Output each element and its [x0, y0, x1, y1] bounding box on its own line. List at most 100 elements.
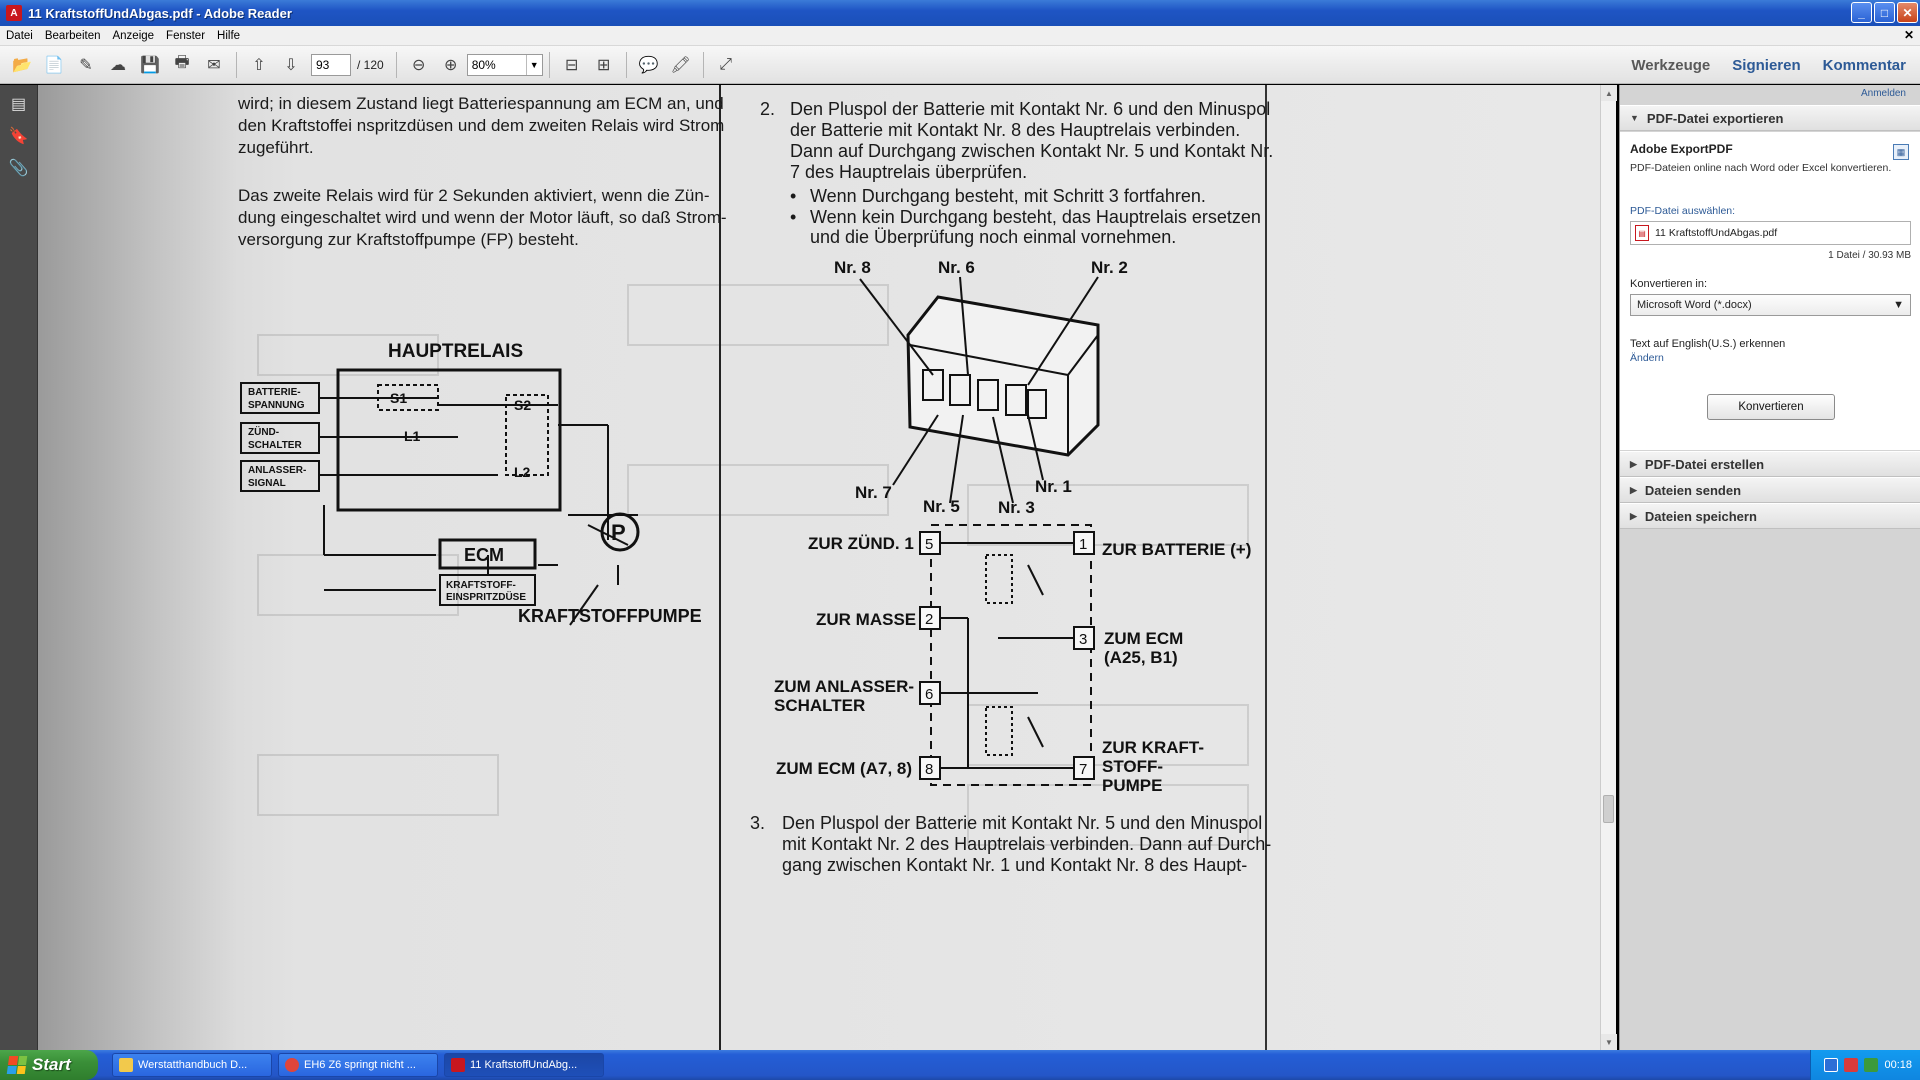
diagram-title: HAUPTRELAIS [388, 341, 523, 362]
highlight-icon[interactable]: 🖍 [670, 56, 691, 74]
minimize-button[interactable]: _ [1851, 2, 1872, 23]
scroll-down-icon[interactable]: ▼ [1601, 1034, 1617, 1050]
comment-link[interactable]: Kommentar [1822, 56, 1906, 74]
pdf-file-icon: ▤ [1635, 225, 1649, 241]
next-page-icon[interactable]: ⇩ [284, 56, 298, 74]
maximize-button[interactable]: □ [1874, 2, 1895, 23]
pump-label: KRAFTSTOFFPUMPE [518, 606, 702, 626]
selected-file[interactable]: ▤ 11 KraftstoffUndAbgas.pdf [1630, 221, 1911, 245]
menu-bearbeiten[interactable]: Bearbeiten [44, 29, 101, 42]
document-icon: ▦ [1893, 144, 1909, 160]
injector-line2: EINSPRITZDÜSE [446, 590, 526, 603]
bullet-2-line-1: Wenn kein Durchgang besteht, das Hauptre… [810, 207, 1261, 227]
network-icon[interactable] [1824, 1058, 1839, 1072]
label-nr7: Nr. 7 [855, 483, 892, 502]
prev-page-icon[interactable]: ⇧ [252, 56, 266, 74]
fit-width-icon[interactable]: ⊞ [597, 56, 611, 74]
edit-icon[interactable]: ✎ [79, 56, 93, 74]
send-files-section-header[interactable]: ▶ Dateien senden [1620, 477, 1920, 503]
step2-line-1: Den Pluspol der Batterie mit Kontakt Nr.… [790, 99, 1270, 119]
open-icon[interactable]: 📂 [12, 56, 32, 74]
ecm-box-label: ECM [464, 545, 504, 565]
file-count: 1 Datei / 30.93 MB [1828, 250, 1911, 261]
system-tray: 00:18 [1810, 1050, 1920, 1080]
relay-drawing: Nr. 8 Nr. 6 Nr. 2 Nr. 7 Nr. 5 Nr. 3 Nr. … [834, 258, 1128, 517]
pump-symbol: P [611, 520, 626, 545]
step2-line-4: 7 des Hauptrelais überprüfen. [790, 162, 1027, 182]
scroll-up-icon[interactable]: ▲ [1601, 85, 1617, 101]
menu-hilfe[interactable]: Hilfe [217, 29, 241, 42]
zoom-out-icon[interactable]: ⊖ [412, 56, 426, 74]
tools-link[interactable]: Werkzeuge [1631, 56, 1711, 74]
scroll-thumb[interactable] [1603, 795, 1614, 823]
step3-line-3: gang zwischen Kontakt Nr. 1 und Kontakt … [782, 855, 1247, 875]
page-total: / 120 [357, 57, 384, 72]
taskbar-item-werkstatthandbuch[interactable]: Werstatthandbuch D... [112, 1053, 272, 1077]
pin-6: 6 [925, 686, 933, 703]
adobe-reader-icon [451, 1058, 465, 1072]
taskbar-item-adobe-reader[interactable]: 11 KraftstoffUndAbg... [444, 1053, 604, 1077]
email-icon[interactable]: ✉ [207, 56, 221, 74]
zoom-select[interactable]: 80% ▼ [466, 53, 543, 76]
create-pdf-section-header[interactable]: ▶ PDF-Datei erstellen [1620, 451, 1920, 477]
chevron-down-icon: ▼ [1893, 299, 1904, 311]
step2-number: 2. [760, 99, 775, 119]
menu-fenster[interactable]: Fenster [166, 29, 206, 42]
triangle-right-icon: ▶ [1630, 458, 1637, 469]
pages-icon[interactable]: ▤ [10, 96, 27, 113]
document-view[interactable]: wird; in diesem Zustand liegt Batteriesp… [38, 85, 1611, 1050]
sign-link[interactable]: Signieren [1732, 56, 1801, 74]
ocr-language-text: Text auf English(U.S.) erkennen [1630, 338, 1786, 350]
security-icon[interactable] [1844, 1058, 1859, 1072]
convert-format-value: Microsoft Word (*.docx) [1637, 299, 1752, 311]
step2-line-2: der Batterie mit Kontakt Nr. 8 des Haupt… [790, 120, 1240, 140]
step2-line-3: Dann auf Durchgang zwischen Kontakt Nr. … [790, 141, 1273, 161]
step3-number: 3. [750, 813, 765, 833]
upload-icon[interactable]: ☁ [110, 56, 126, 74]
close-button[interactable]: ✕ [1897, 2, 1918, 23]
schem-ecm-line2: (A25, B1) [1104, 648, 1178, 667]
zoom-in-icon[interactable]: ⊕ [444, 56, 458, 74]
print-icon[interactable]: 🖶 [174, 54, 190, 71]
menu-datei[interactable]: Datei [6, 29, 33, 42]
bullet-1-marker: • [790, 186, 796, 206]
save-files-section-header[interactable]: ▶ Dateien speichern [1620, 503, 1920, 529]
toolbar: 📂 📄 ✎ ☁ 💾 🖶 ✉ ⇧ ⇩ / 120 ⊖ ⊕ 80% ▼ ⊟ ⊞ 💬 … [0, 46, 1920, 84]
taskbar-item-browser[interactable]: EH6 Z6 springt nicht ... [278, 1053, 438, 1077]
left-para-1-line-2: den Kraftstoffei nspritzdüsen und dem zw… [238, 116, 724, 135]
pin-2: 2 [925, 611, 933, 628]
box-starter-line1: ANLASSER- [248, 465, 306, 476]
battery-icon[interactable] [1864, 1058, 1879, 1072]
signin-link[interactable]: Anmelden [1860, 88, 1906, 99]
box-starter-line2: SIGNAL [248, 478, 286, 489]
bullet-1: Wenn Durchgang besteht, mit Schritt 3 fo… [810, 186, 1206, 206]
fullscreen-icon[interactable]: ⤢ [719, 55, 733, 73]
convert-format-select[interactable]: Microsoft Word (*.docx) ▼ [1630, 294, 1911, 316]
title-bar: A 11 KraftstoffUndAbgas.pdf - Adobe Read… [0, 0, 1920, 26]
left-para-1-line-3: zugeführt. [238, 138, 314, 157]
hauptrelais-diagram: HAUPTRELAIS [240, 341, 702, 626]
schem-pump-line1: ZUR KRAFT- [1102, 738, 1204, 757]
export-pdf-section-header[interactable]: ▼ PDF-Datei exportieren [1620, 105, 1920, 131]
step3-line-1: Den Pluspol der Batterie mit Kontakt Nr.… [782, 813, 1262, 833]
pin-3: 3 [1079, 631, 1087, 648]
comment-icon[interactable]: 💬 [638, 56, 659, 74]
box-ignition-line1: ZÜND- [248, 425, 279, 438]
page-number-input[interactable] [311, 53, 351, 76]
convert-button[interactable]: Konvertieren [1707, 394, 1835, 420]
windows-logo-icon [6, 1056, 28, 1074]
attachments-icon[interactable]: 📎 [8, 160, 29, 177]
schem-zuend: ZUR ZÜND. 1 [808, 534, 914, 553]
create-pdf-icon[interactable]: 📄 [44, 56, 64, 74]
start-button[interactable]: Start [0, 1050, 98, 1080]
close-document-button[interactable]: ✕ [1903, 28, 1914, 42]
fit-page-icon[interactable]: ⊟ [565, 56, 579, 74]
pin-1: 1 [1079, 536, 1087, 553]
label-nr2: Nr. 2 [1091, 258, 1128, 277]
save-icon[interactable]: 💾 [140, 56, 160, 74]
pin-7: 7 [1079, 761, 1087, 778]
change-language-link[interactable]: Ändern [1630, 352, 1664, 364]
menu-anzeige[interactable]: Anzeige [112, 29, 155, 42]
bookmarks-icon[interactable]: 🔖 [8, 128, 29, 145]
vertical-scrollbar[interactable]: ▲ ▼ [1600, 85, 1617, 1050]
